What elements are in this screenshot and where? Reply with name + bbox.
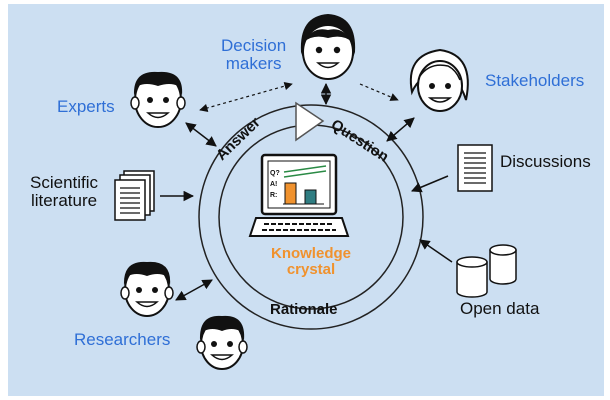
stakeholder-face-icon (409, 48, 469, 112)
researcher-face-icon (196, 315, 248, 370)
screen-a-label: A! (270, 181, 277, 188)
answer-ring-label: Answer (213, 114, 264, 164)
database-icon (456, 244, 517, 298)
expert-face-icon (130, 71, 186, 128)
dashed-arrow-experts-decision (199, 82, 293, 112)
screen-r-label: R: (270, 192, 277, 199)
question-ring-label: Question (328, 116, 392, 166)
open-data-label: Open data (460, 299, 540, 318)
stakeholders-label: Stakeholders (485, 71, 585, 90)
dashed-arrow-decision-stakeholders (359, 83, 399, 101)
experts-label: Experts (57, 97, 115, 116)
scientific-literature-label: Scientific literature (30, 173, 99, 210)
screen-q-label: Q? (270, 170, 280, 177)
document-icon (457, 144, 493, 192)
decision-maker-face-icon (300, 14, 356, 80)
arrow-stakeholders (386, 117, 415, 142)
documents-stack-icon (114, 170, 155, 221)
arrow-discussions (411, 175, 449, 193)
discussions-label: Discussions (500, 152, 591, 171)
knowledge-crystal-label: Knowledge crystal (270, 245, 351, 278)
cycle-triangle-icon (295, 101, 325, 142)
arrow-open-data (419, 239, 453, 263)
arrow-researchers (175, 279, 213, 301)
researchers-label: Researchers (74, 330, 171, 349)
rationale-ring-label: Rationale (270, 301, 338, 318)
outer-ring (198, 104, 424, 330)
arrow-experts (185, 122, 217, 147)
researcher-face-icon (120, 261, 174, 317)
decision-makers-label: Decision makers (221, 36, 287, 73)
laptop-icon (248, 153, 350, 237)
